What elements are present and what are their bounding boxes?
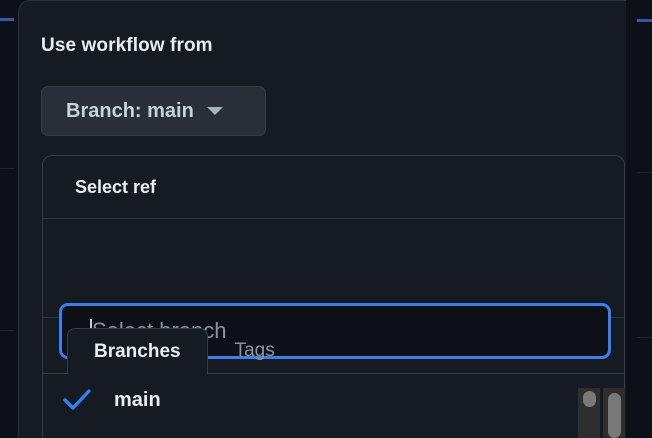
list-item[interactable]: main [43, 374, 624, 426]
list-item-label: main [114, 388, 161, 411]
page-background-right [626, 0, 652, 438]
tab-branches-label: Branches [94, 340, 181, 362]
chevron-down-icon [206, 107, 223, 115]
branch-select-button[interactable]: Branch: main [41, 86, 266, 136]
select-ref-popover: Select ref Select branch Branches Tags m… [42, 155, 625, 438]
select-ref-title: Select ref [75, 177, 157, 197]
background-divider-right-upper [637, 172, 652, 173]
tabs-underline [43, 373, 624, 374]
branch-select-button-label: Branch: main [66, 99, 194, 122]
tab-tags-label: Tags [234, 339, 275, 361]
dialog-title: Use workflow from [41, 35, 213, 56]
scrollbar-thumb-inner[interactable] [608, 393, 621, 438]
background-accent-line-top [0, 18, 14, 21]
background-divider-lower [0, 330, 14, 331]
ref-tab-list: Branches Tags [43, 319, 624, 375]
check-icon [63, 389, 91, 410]
select-ref-filter-area: Select branch [43, 219, 624, 359]
tab-tags[interactable]: Tags [208, 327, 302, 374]
page-background-left [0, 0, 18, 438]
tab-branches[interactable]: Branches [67, 328, 208, 375]
background-accent-line-right [637, 19, 652, 22]
background-divider-right-lower [637, 337, 652, 338]
scrollbar-thumb-outer[interactable] [583, 391, 596, 407]
background-divider-upper [0, 168, 14, 169]
ref-list: main [43, 374, 624, 438]
select-ref-header: Select ref [43, 156, 624, 219]
